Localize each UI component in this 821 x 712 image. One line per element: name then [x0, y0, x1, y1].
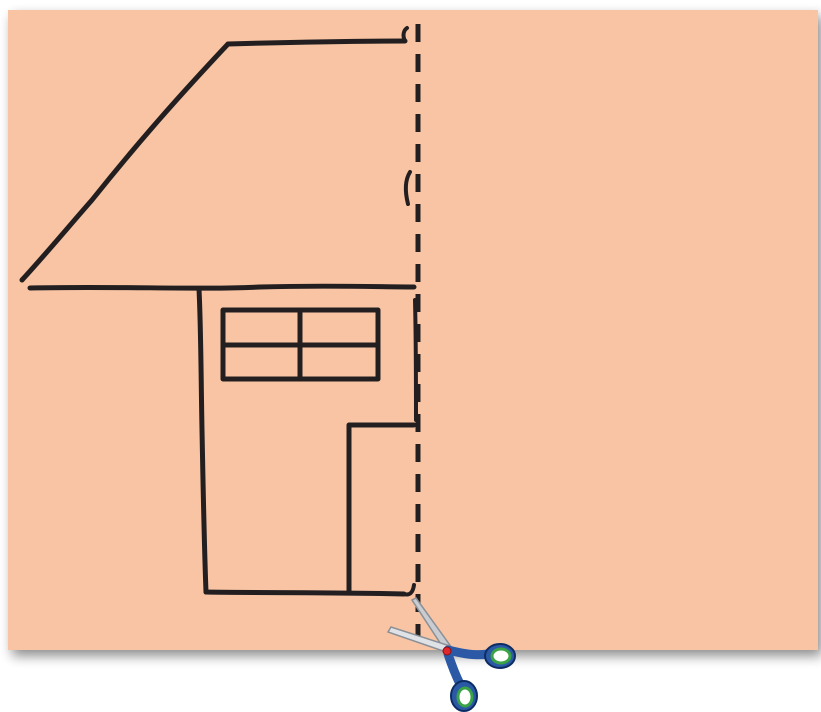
- scissors-handle-right-hole: [492, 649, 510, 663]
- roof-top-line: [228, 41, 405, 44]
- scissors-arm-lower: [448, 654, 460, 684]
- scissors-arm-right: [448, 650, 488, 655]
- floor-line: [206, 592, 404, 594]
- paper-sheet: [8, 10, 818, 650]
- scissors-pivot: [443, 647, 451, 655]
- roof-base-line: [30, 286, 414, 288]
- scissors-handle-lower-hole: [458, 688, 472, 706]
